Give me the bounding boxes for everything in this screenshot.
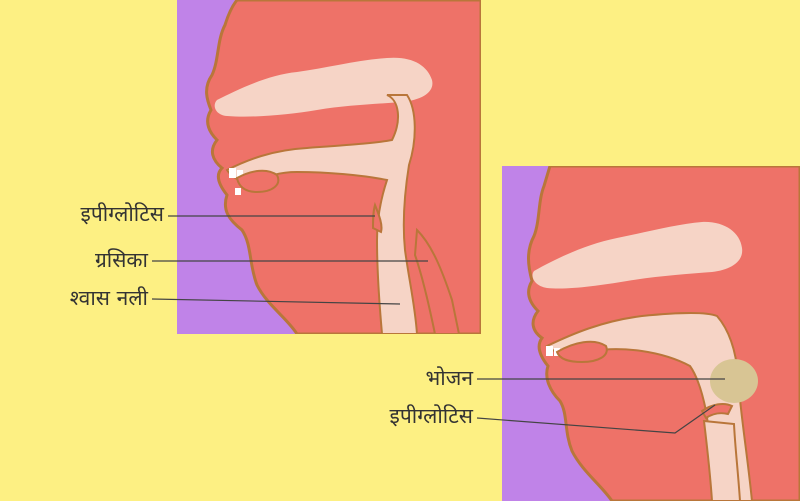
label-left-epiglottis: इपीग्लोटिस — [8, 204, 164, 225]
label-left-trachea: श्वास नली — [8, 288, 148, 309]
left-head-cross-section — [177, 0, 481, 334]
left-teeth — [229, 168, 236, 178]
label-left-esophagus: ग्रसिका — [8, 250, 148, 271]
right-head-cross-section — [502, 166, 800, 501]
left-cross-section-panel — [177, 0, 481, 334]
right-teeth — [546, 346, 553, 356]
right-cross-section-panel — [502, 166, 800, 501]
label-right-food: भोजन — [300, 368, 473, 389]
right-food-bolus — [710, 359, 758, 403]
label-right-epiglottis: इपीग्लोटिस — [300, 406, 473, 427]
